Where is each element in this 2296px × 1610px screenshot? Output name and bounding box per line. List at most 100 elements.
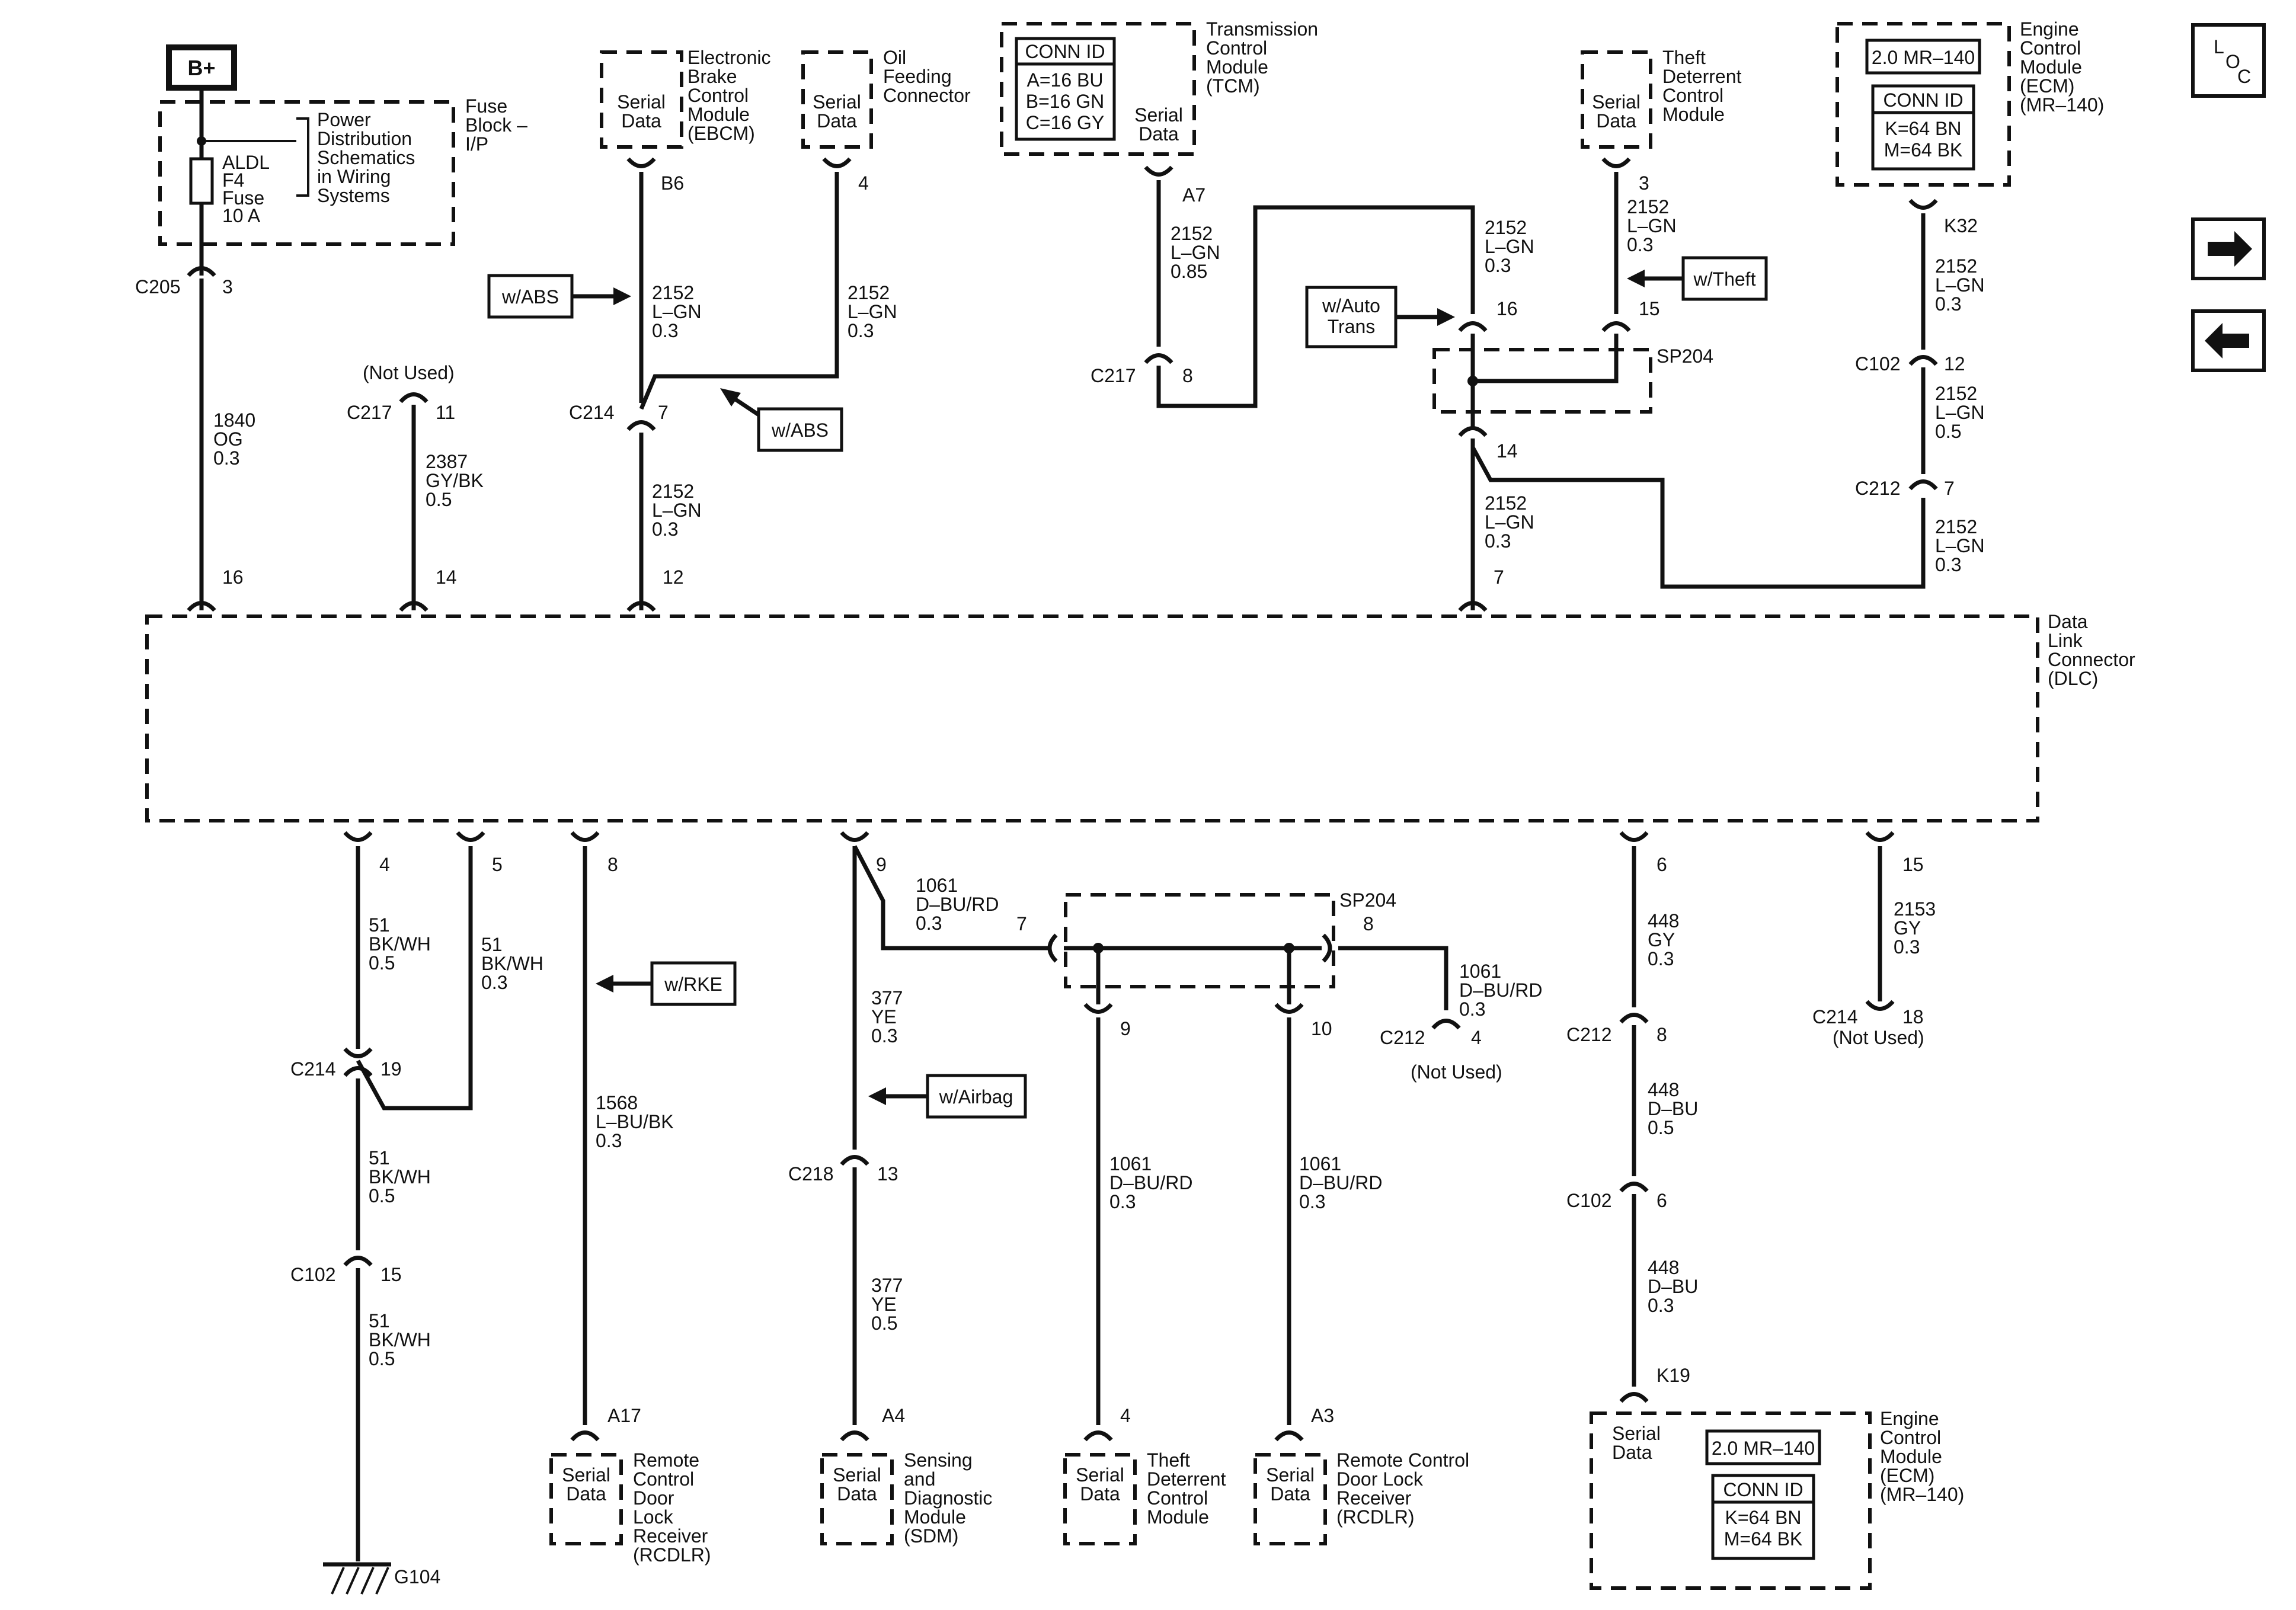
rcdlr-left-label: Remote Control Door Lock Receiver (RCDLR… — [633, 1449, 711, 1566]
oil-pin: 4 — [858, 172, 869, 194]
rcdlr-left-box — [549, 1453, 623, 1545]
next-arrow-button[interactable] — [2191, 217, 2266, 280]
c214-left-pin: 19 — [380, 1058, 402, 1080]
svg-text:2152: 2152 — [1935, 255, 1977, 277]
svg-text:Control: Control — [1662, 85, 1723, 106]
option-auto-trans: w/Auto Trans — [1305, 286, 1455, 348]
wire-377-b: 377 YE 0.5 — [871, 1275, 903, 1334]
svg-text:(SDM): (SDM) — [904, 1525, 958, 1547]
svg-text:Control: Control — [2020, 37, 2081, 59]
svg-text:2152: 2152 — [1171, 223, 1213, 244]
svg-text:51: 51 — [369, 1147, 390, 1169]
svg-text:2152: 2152 — [848, 282, 890, 303]
svg-text:Fuse: Fuse — [465, 95, 507, 117]
svg-text:A=16 BU: A=16 BU — [1027, 69, 1104, 91]
svg-text:Lock: Lock — [633, 1506, 674, 1528]
svg-text:L–GN: L–GN — [652, 500, 702, 521]
theft-bottom-pin: 4 — [1120, 1405, 1131, 1426]
svg-text:Power: Power — [317, 109, 371, 130]
prev-arrow-button[interactable] — [2191, 309, 2266, 372]
svg-text:Link: Link — [2048, 630, 2083, 651]
dlc-pin-12: 12 — [663, 566, 684, 588]
svg-text:2152: 2152 — [1935, 516, 1977, 537]
svg-text:0.3: 0.3 — [848, 320, 874, 341]
ecm-bottom-conn-id: CONN ID K=64 BN M=64 BK — [1711, 1474, 1815, 1560]
svg-text:Deterrent: Deterrent — [1147, 1468, 1226, 1490]
svg-text:C=16 GY: C=16 GY — [1026, 112, 1105, 133]
svg-text:K=64 BN: K=64 BN — [1885, 118, 1962, 139]
svg-text:Remote Control: Remote Control — [1336, 1449, 1469, 1471]
c217-label: C217 — [347, 402, 392, 423]
svg-text:0.5: 0.5 — [369, 1348, 395, 1369]
wire-2152-c214: 2152 L–GN 0.3 — [652, 481, 702, 540]
svg-text:1568: 1568 — [596, 1092, 638, 1113]
svg-text:Distribution: Distribution — [317, 128, 412, 149]
svg-text:448: 448 — [1648, 910, 1679, 932]
option-rke: w/RKE — [596, 961, 737, 1006]
svg-text:w/RKE: w/RKE — [664, 974, 722, 995]
rcdlr-right-pin: A3 — [1311, 1405, 1334, 1426]
svg-text:1061: 1061 — [1299, 1153, 1341, 1174]
wire-2152-oil: 2152 L–GN 0.3 — [848, 282, 897, 341]
ebcm-label: Electronic Brake Control Module (EBCM) — [687, 47, 771, 144]
wire-2153: 2153 GY 0.3 — [1894, 898, 1936, 958]
svg-text:0.3: 0.3 — [1485, 530, 1511, 552]
c212-top-pin: 7 — [1944, 478, 1955, 499]
svg-text:Trans: Trans — [1328, 316, 1376, 337]
svg-text:Remote: Remote — [633, 1449, 699, 1471]
sp204-bottom-pin-8: 8 — [1363, 913, 1374, 934]
c102-top-pin: 12 — [1944, 353, 1965, 375]
svg-text:Brake: Brake — [687, 66, 737, 87]
svg-text:Control: Control — [1206, 37, 1267, 59]
sp204-top-label: SP204 — [1657, 345, 1713, 367]
wire-2152-theft: 2152 L–GN 0.3 — [1627, 196, 1677, 255]
c102-top-label: C102 — [1855, 353, 1901, 375]
svg-text:1840: 1840 — [213, 409, 255, 431]
svg-text:Module: Module — [1206, 56, 1268, 78]
svg-text:0.3: 0.3 — [916, 913, 942, 934]
svg-text:D–BU/RD: D–BU/RD — [1109, 1172, 1192, 1193]
svg-text:BK/WH: BK/WH — [369, 933, 431, 955]
sdm-label: Sensing and Diagnostic Module (SDM) — [904, 1449, 992, 1547]
svg-text:Data: Data — [837, 1483, 877, 1505]
c218-pin: 13 — [877, 1163, 898, 1185]
svg-text:Schematics: Schematics — [317, 147, 415, 168]
dlc-label: Data Link Connector (DLC) — [2048, 611, 2135, 689]
svg-text:1061: 1061 — [916, 875, 958, 896]
tcm-conn-id: CONN ID A=16 BU B=16 GN C=16 GY — [1015, 37, 1116, 141]
svg-text:10 A: 10 A — [222, 205, 261, 226]
theft-top-pin: 3 — [1639, 172, 1649, 194]
ecm-bottom-serial-data: Serial Data — [1612, 1423, 1661, 1463]
svg-text:Serial: Serial — [833, 1464, 881, 1486]
svg-text:2.0 MR–140: 2.0 MR–140 — [1712, 1438, 1815, 1459]
wire-2152-ecm1: 2152 L–GN 0.3 — [1935, 255, 1985, 315]
svg-text:Feeding: Feeding — [883, 66, 952, 87]
dlc-box — [145, 614, 2039, 822]
svg-text:Data: Data — [817, 110, 857, 132]
wire-2152-ebcm: 2152 L–GN 0.3 — [652, 282, 702, 341]
rcdlr-right-label: Remote Control Door Lock Receiver (RCDLR… — [1336, 1449, 1469, 1528]
svg-text:L: L — [2214, 36, 2224, 57]
tcm-box — [1000, 22, 1196, 156]
loc-button[interactable]: L O C — [2191, 23, 2266, 98]
svg-text:L–GN: L–GN — [1935, 402, 1985, 423]
c214-nu-pin: 18 — [1902, 1006, 1924, 1028]
svg-text:0.3: 0.3 — [1109, 1191, 1136, 1212]
rcdlr-left-pin: A17 — [607, 1405, 641, 1426]
ebcm-pin: B6 — [661, 172, 684, 194]
svg-text:Data: Data — [1139, 123, 1179, 145]
svg-text:Serial: Serial — [1134, 104, 1183, 126]
dlc-pin-7: 7 — [1494, 566, 1504, 588]
rcdlr-left-serial-data: Serial Data — [562, 1464, 610, 1505]
c102-left-label: C102 — [290, 1264, 336, 1285]
ecm-bottom-pin: K19 — [1657, 1365, 1690, 1386]
svg-text:Serial: Serial — [617, 91, 666, 113]
svg-text:Theft: Theft — [1662, 47, 1706, 68]
svg-text:Data: Data — [566, 1483, 606, 1505]
wire-2387: 2387 GY/BK 0.5 — [426, 451, 484, 510]
svg-text:0.3: 0.3 — [1485, 255, 1511, 276]
fuse-block-label: Fuse Block – I/P — [465, 95, 527, 155]
dlc-pin-6: 6 — [1657, 854, 1667, 875]
svg-text:Data: Data — [1612, 1442, 1652, 1463]
